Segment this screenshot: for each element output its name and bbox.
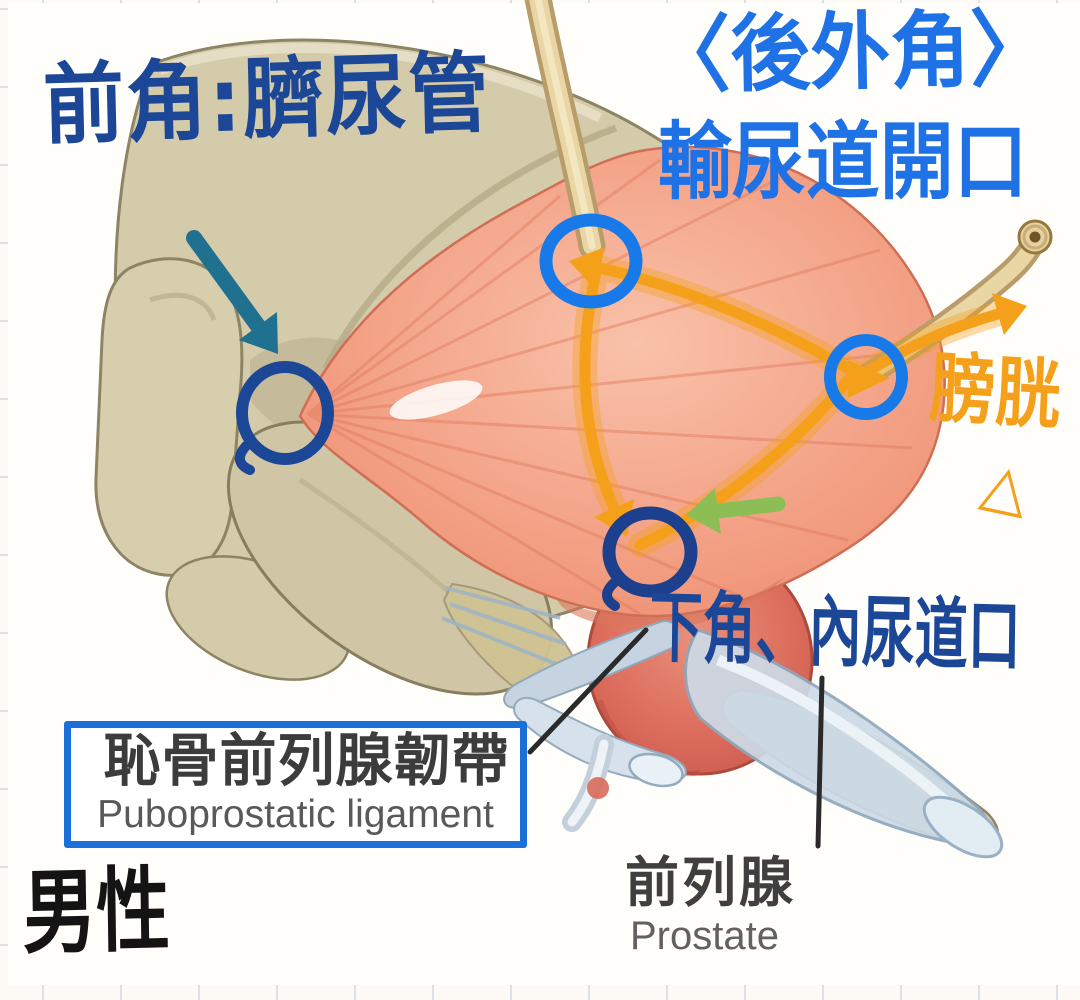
leader-lines — [527, 627, 825, 849]
puboprostatic-ligament-label-en: Puboprostatic ligament — [97, 792, 494, 836]
orange-arrow-head-bladder — [992, 293, 1027, 335]
orange-arrow-head-top — [569, 247, 605, 289]
anterior-angle-circle — [236, 361, 334, 465]
ligaments — [441, 582, 1004, 859]
green-arrow — [710, 496, 786, 519]
teal-arrow-head — [239, 312, 278, 354]
left-bone — [94, 257, 244, 577]
orange-triangle — [579, 262, 1004, 551]
inferior-angle-label: 下角、內尿道口 — [648, 583, 1022, 683]
ligament-leader-line — [527, 627, 649, 755]
prostate-label-en: Prostate — [630, 914, 779, 958]
teal-arrow — [186, 230, 266, 334]
anterior-angle-label: 前角:臍尿管 — [41, 41, 493, 157]
orange-arrow-head-right — [848, 360, 890, 398]
prostate-leader-line — [815, 675, 825, 849]
puboprostatic-ligament-label-zh: 恥骨前列腺韌帶 — [103, 729, 510, 794]
ureter-opening-circle-top — [539, 213, 643, 309]
inferior-angle-circle — [602, 506, 698, 598]
bladder-body — [298, 145, 946, 630]
bladder-label: 膀胱 — [928, 343, 1063, 440]
green-arrow-head — [686, 488, 721, 534]
posterolateral-angle-label-line2: 輸尿道開口 — [658, 113, 1028, 211]
posterolateral-angle-label-line1: 〈後外角〉 — [649, 0, 1051, 105]
puboprostatic-ligament-box: 恥骨前列腺韌帶 Puboprostatic ligament — [64, 721, 527, 848]
male-label: 男性 — [21, 856, 171, 967]
handwritten-marks — [186, 213, 1027, 611]
prostate-label-zh: 前列腺 — [625, 853, 796, 913]
ureter-opening-circle-right — [824, 334, 908, 420]
